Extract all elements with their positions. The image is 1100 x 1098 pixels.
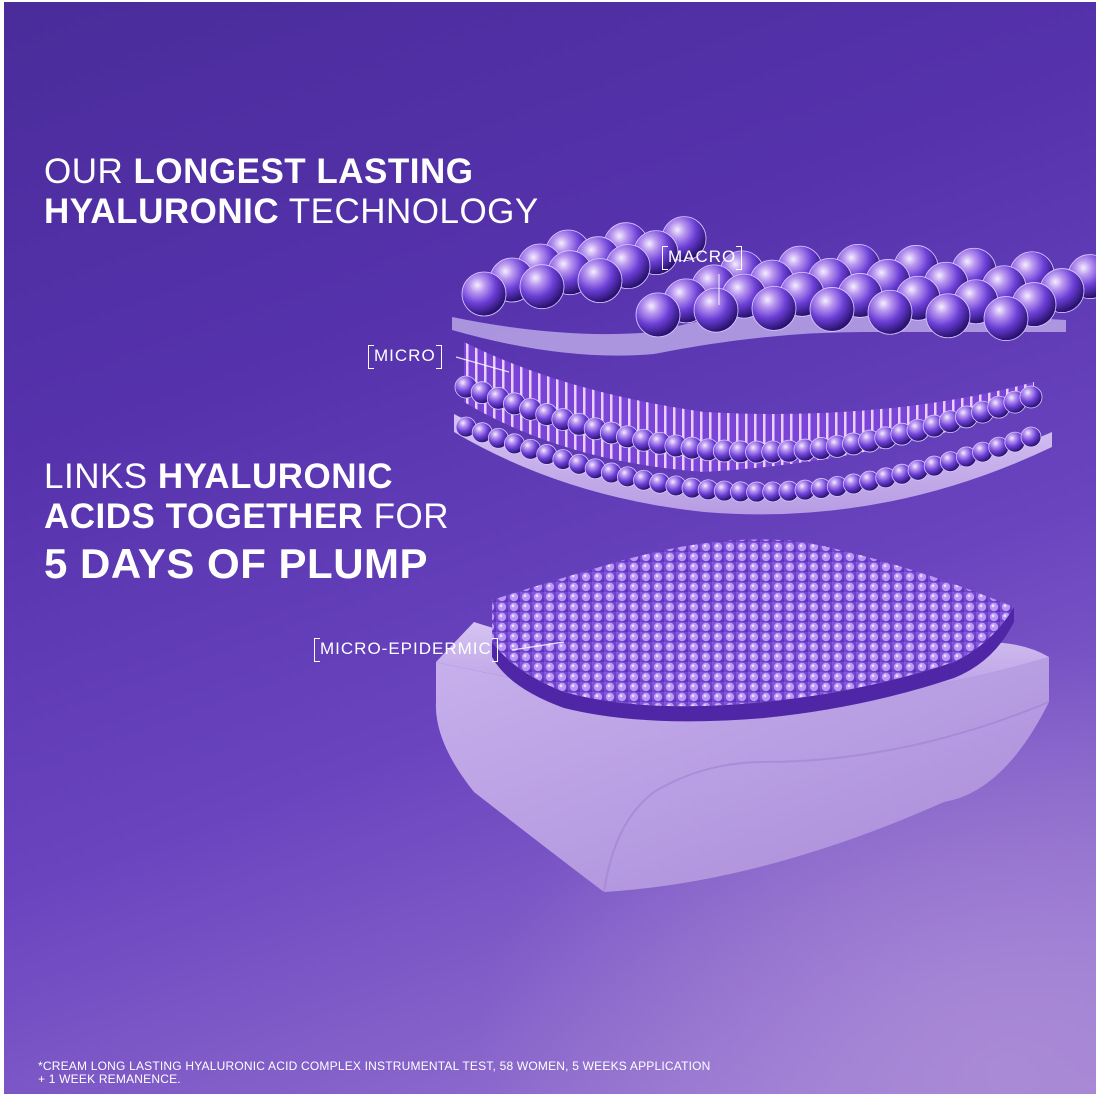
hyaluronic-layers-illustration bbox=[435, 216, 1096, 893]
footnote-line2: + 1 WEEK REMANENCE. bbox=[38, 1072, 181, 1086]
sphere bbox=[809, 287, 855, 332]
micro-leader-line bbox=[455, 356, 510, 373]
macro-spheres bbox=[461, 216, 1096, 341]
headline-mid-line2-light: FOR bbox=[363, 497, 450, 537]
micro-spheres bbox=[454, 375, 1043, 503]
sphere bbox=[577, 258, 623, 304]
sphere bbox=[635, 292, 681, 338]
headline-top-line2-bold: HYALURONIC bbox=[44, 192, 280, 232]
headline-top-line1-bold: LONGEST LASTING bbox=[133, 152, 474, 191]
headline-mid-line2-bold: ACIDS TOGETHER bbox=[44, 497, 364, 537]
sphere bbox=[1019, 385, 1043, 409]
headline-top-line1-light: OUR bbox=[44, 152, 134, 191]
micro-epidermic-mesh bbox=[492, 539, 1014, 722]
hero-banner: OUR LONGEST LASTING HYALURONIC TECHNOLOG… bbox=[4, 2, 1096, 1094]
sphere bbox=[461, 271, 507, 317]
micro-label: MICRO bbox=[368, 345, 442, 369]
micro-epidermic-label: MICRO-EPIDERMIC bbox=[314, 638, 498, 662]
micro-epidermic-leader-line bbox=[511, 641, 565, 651]
macro-sheet bbox=[452, 309, 1066, 356]
footnote-line1: *CREAM LONG LASTING HYALURONIC ACID COMP… bbox=[38, 1059, 711, 1073]
sphere bbox=[751, 286, 797, 331]
headline-mid-line3: 5 DAYS OF PLUMP bbox=[44, 539, 429, 587]
sphere bbox=[1020, 426, 1042, 448]
sphere bbox=[983, 296, 1029, 341]
sphere bbox=[925, 293, 971, 339]
headline-top-line2-light: TECHNOLOGY bbox=[279, 192, 539, 232]
sphere bbox=[867, 289, 913, 335]
headline-mid: LINKS HYALURONIC ACIDS TOGETHER FOR 5 DA… bbox=[44, 457, 449, 588]
macro-label: MACRO bbox=[662, 246, 743, 270]
headline-mid-line1-light: LINKS bbox=[44, 457, 158, 496]
footnote: *CREAM LONG LASTING HYALURONIC ACID COMP… bbox=[38, 1060, 798, 1086]
sphere bbox=[519, 264, 565, 310]
headline-top: OUR LONGEST LASTING HYALURONIC TECHNOLOG… bbox=[44, 152, 539, 233]
sphere bbox=[693, 287, 739, 333]
headline-mid-line1-bold: HYALURONIC bbox=[157, 457, 394, 496]
